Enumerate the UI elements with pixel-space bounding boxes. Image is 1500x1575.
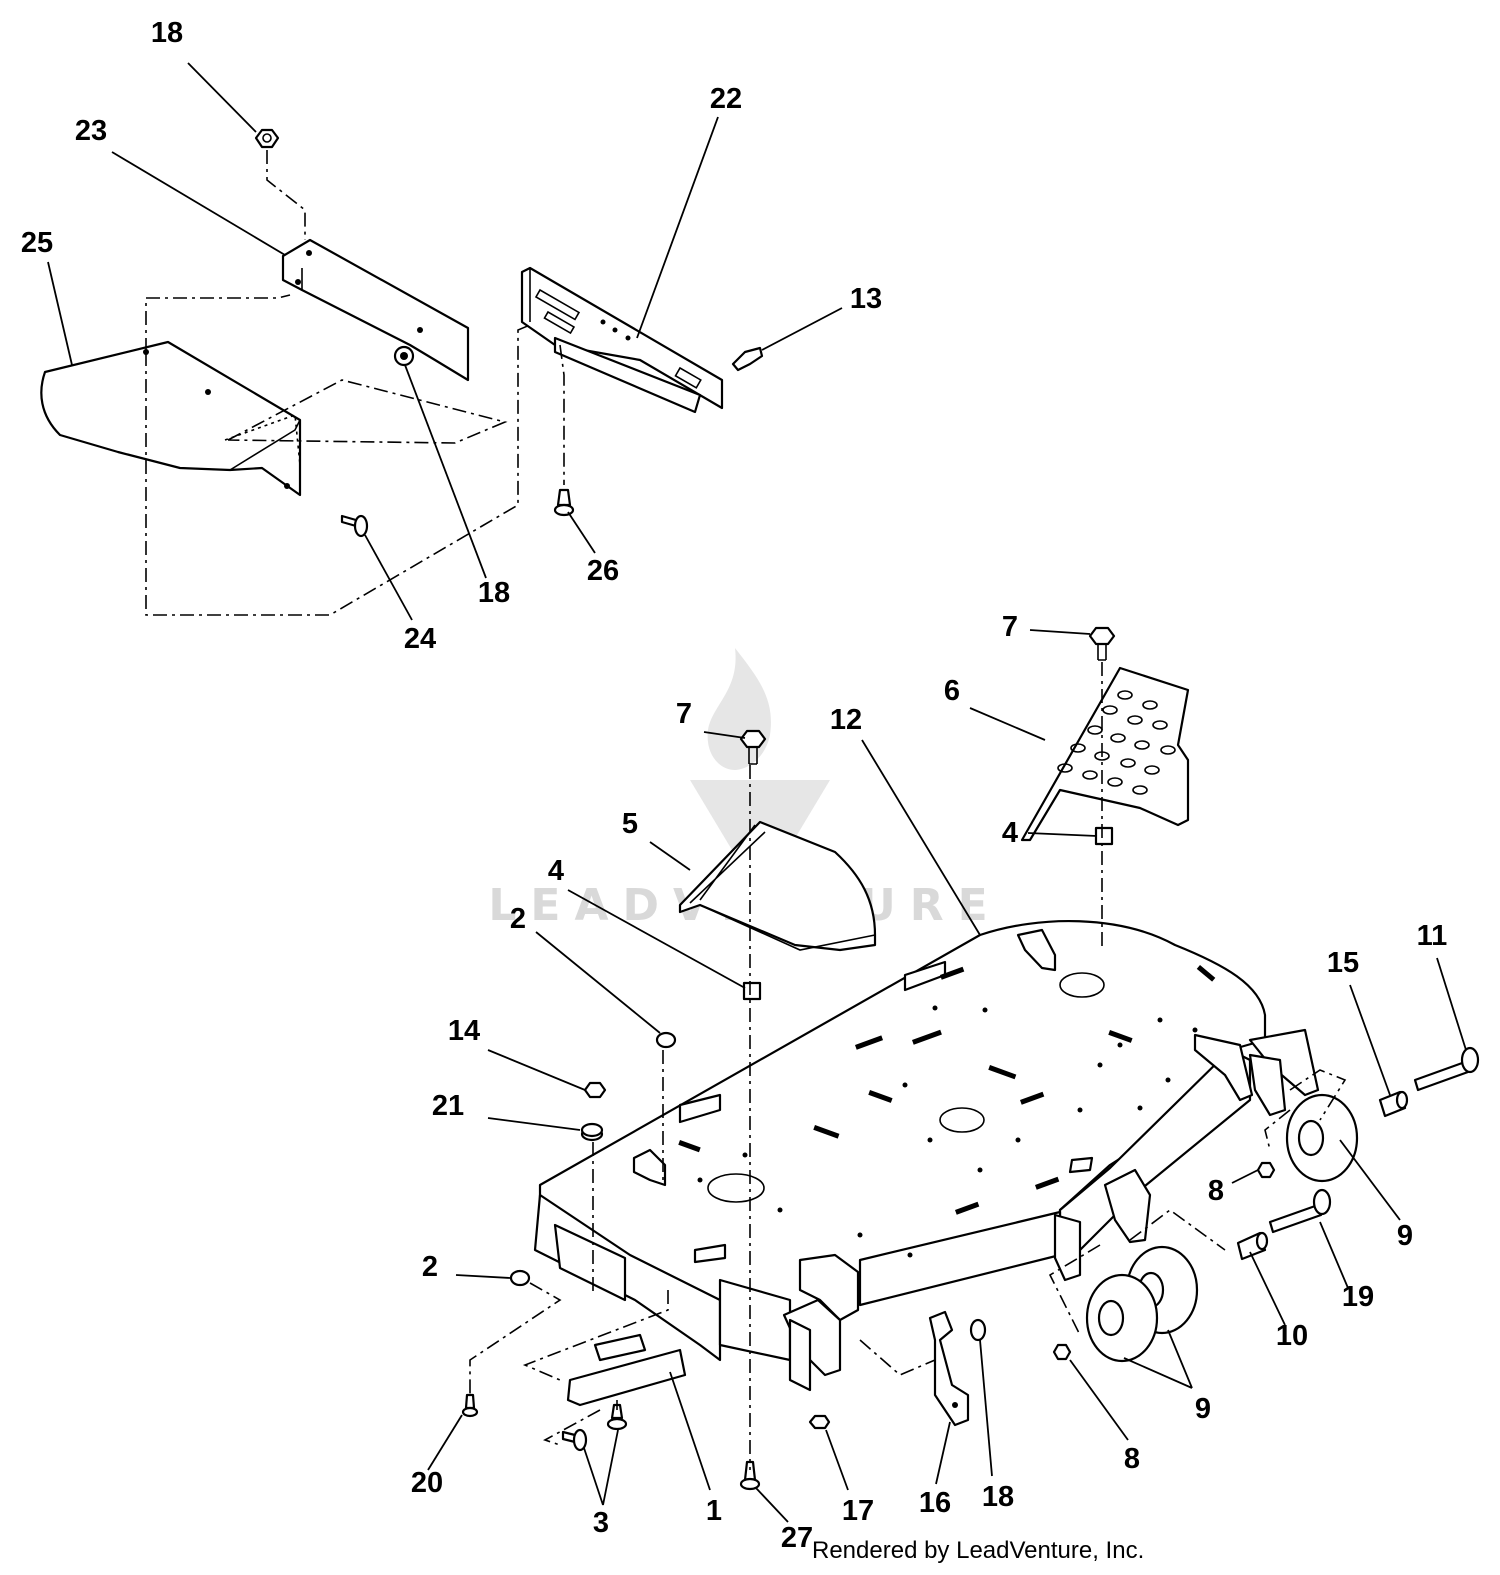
callout-17: 17 bbox=[842, 1495, 874, 1527]
callout-4-left: 4 bbox=[548, 855, 564, 887]
mower-deck-part-12 bbox=[533, 919, 1320, 1392]
bolt-part-7-left bbox=[739, 729, 767, 765]
bolt-part-19 bbox=[1268, 1188, 1332, 1234]
bolt-part-27 bbox=[739, 1460, 761, 1491]
bolt-part-3-b bbox=[606, 1403, 628, 1431]
baffle-part-5 bbox=[678, 820, 877, 952]
callout-12: 12 bbox=[830, 704, 862, 736]
nut-part-8-upper bbox=[1256, 1161, 1276, 1179]
bracket-part-23 bbox=[281, 238, 470, 382]
washer-part-21 bbox=[580, 1122, 604, 1142]
watermark-flame-icon bbox=[707, 648, 771, 770]
adjuster-part-22 bbox=[520, 266, 724, 414]
callout-6: 6 bbox=[944, 675, 960, 707]
callout-26: 26 bbox=[587, 555, 619, 587]
callout-16: 16 bbox=[919, 1487, 951, 1519]
callout-13: 13 bbox=[850, 283, 882, 315]
callout-20: 20 bbox=[411, 1467, 443, 1499]
callout-14: 14 bbox=[448, 1015, 480, 1047]
bracket-part-1 bbox=[566, 1333, 687, 1407]
callout-23: 23 bbox=[75, 115, 107, 147]
callout-18-low: 18 bbox=[982, 1481, 1014, 1513]
callout-7-right: 7 bbox=[1002, 611, 1018, 643]
bolt-part-17 bbox=[808, 1414, 831, 1430]
bolt-part-11 bbox=[1413, 1046, 1480, 1092]
upper-assembly-lines bbox=[145, 150, 565, 616]
nut-part-18-top bbox=[254, 128, 280, 149]
callout-19: 19 bbox=[1342, 1281, 1374, 1313]
callout-8-lower: 8 bbox=[1124, 1443, 1140, 1475]
callout-18-mid: 18 bbox=[478, 577, 510, 609]
callout-4-right: 4 bbox=[1002, 817, 1018, 849]
callout-1: 1 bbox=[706, 1495, 722, 1527]
spacer-part-4-left bbox=[742, 981, 762, 1001]
callout-21: 21 bbox=[432, 1090, 464, 1122]
callout-15: 15 bbox=[1327, 947, 1359, 979]
callout-5: 5 bbox=[622, 808, 638, 840]
callout-25: 25 bbox=[21, 227, 53, 259]
nut-part-14 bbox=[583, 1081, 607, 1099]
callout-labels: 18 23 25 22 13 18 24 26 7 6 7 12 5 4 4 2… bbox=[21, 17, 1447, 1554]
deflector-part-25 bbox=[40, 340, 302, 497]
callout-8-upper: 8 bbox=[1208, 1175, 1224, 1207]
callout-2-lower: 2 bbox=[422, 1251, 438, 1283]
callout-27: 27 bbox=[781, 1522, 813, 1554]
callout-24: 24 bbox=[404, 623, 436, 655]
leader-lines bbox=[47, 62, 1467, 1523]
spacer-part-4-right bbox=[1094, 826, 1114, 846]
bolt-part-24 bbox=[340, 514, 369, 538]
callout-7-left: 7 bbox=[676, 698, 692, 730]
wheel-part-9-front bbox=[1085, 1273, 1159, 1363]
callout-3: 3 bbox=[593, 1507, 609, 1539]
nut-part-8-lower bbox=[1052, 1343, 1072, 1361]
washer-part-18-low bbox=[969, 1318, 987, 1342]
nut-part-18-mid bbox=[393, 345, 415, 367]
footer-credit: Rendered by LeadVenture, Inc. bbox=[812, 1537, 1144, 1564]
nut-part-2-lower bbox=[509, 1269, 531, 1287]
baffle-part-6 bbox=[1020, 666, 1190, 842]
spacer-part-15 bbox=[1378, 1090, 1409, 1118]
callout-9-right: 9 bbox=[1397, 1220, 1413, 1252]
wheel-part-9-right bbox=[1285, 1093, 1359, 1183]
spacer-part-10 bbox=[1236, 1231, 1269, 1261]
callout-11: 11 bbox=[1417, 920, 1448, 952]
bolt-part-26 bbox=[553, 488, 575, 517]
bolt-part-3-a bbox=[561, 1428, 588, 1452]
bracket-part-16 bbox=[928, 1310, 970, 1427]
nut-part-2-upper bbox=[655, 1031, 677, 1049]
bolt-part-20 bbox=[461, 1393, 479, 1418]
lower-assembly-lines bbox=[469, 662, 1347, 1470]
bolt-part-7-right bbox=[1088, 626, 1116, 661]
callout-22: 22 bbox=[710, 83, 742, 115]
callout-2-upper: 2 bbox=[510, 903, 526, 935]
callout-10: 10 bbox=[1276, 1320, 1308, 1352]
callout-9-lower: 9 bbox=[1195, 1393, 1211, 1425]
callout-18-top: 18 bbox=[151, 17, 183, 49]
pin-part-13 bbox=[731, 346, 764, 372]
